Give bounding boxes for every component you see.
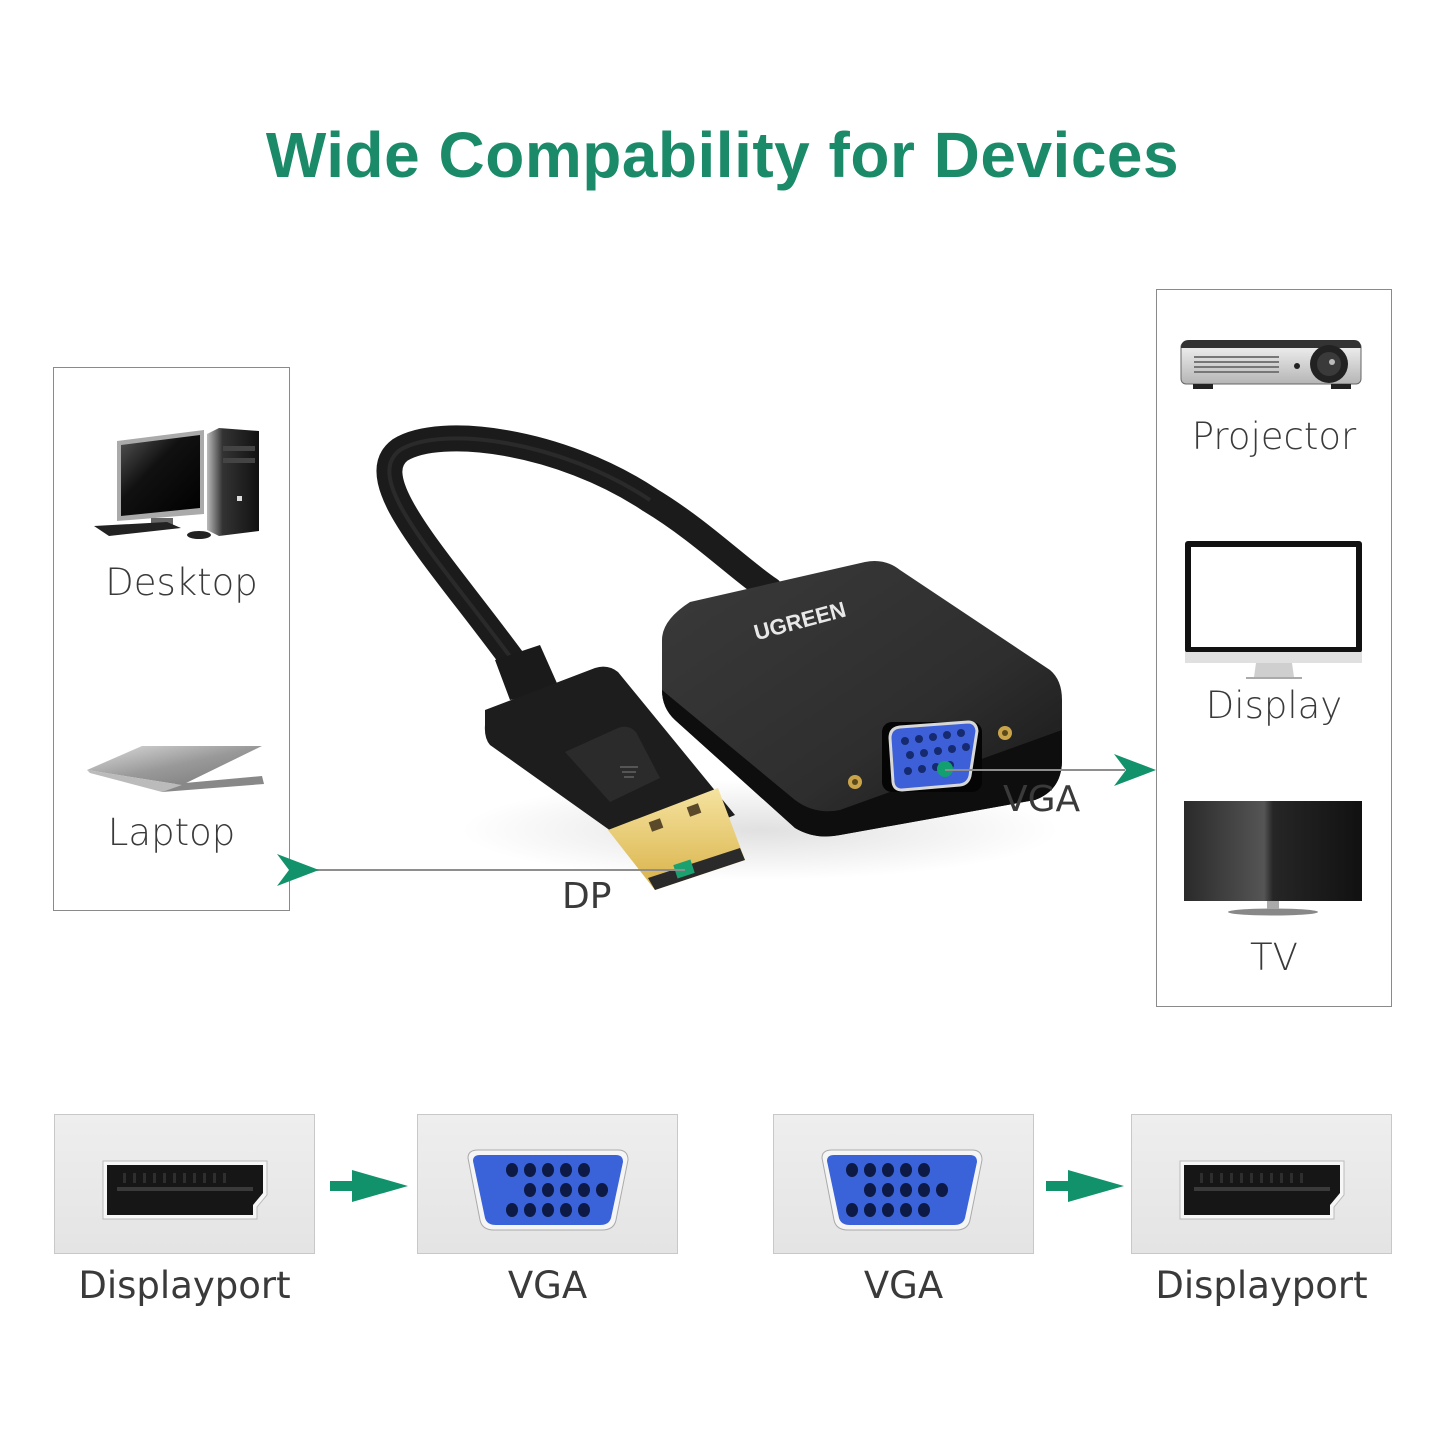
projector-icon bbox=[1180, 340, 1362, 389]
vga-port-icon bbox=[821, 1149, 983, 1231]
vga-pointer-line bbox=[945, 769, 1125, 771]
arrow-right-icon bbox=[1046, 1170, 1124, 1202]
dp-to-vga-adapter-image: UGREEN bbox=[376, 425, 1062, 890]
arrow-right-icon bbox=[277, 854, 319, 886]
dp-pointer-line bbox=[305, 869, 685, 871]
device-label-projector: Projector bbox=[1191, 415, 1357, 458]
vga-connector-label: VGA bbox=[1003, 779, 1081, 820]
displayport-icon bbox=[1179, 1160, 1345, 1220]
arrow-right-icon bbox=[330, 1170, 408, 1202]
vga-port-tile bbox=[417, 1114, 678, 1254]
conversion-2-to-label: Displayport bbox=[1155, 1264, 1368, 1307]
desktop-computer-icon bbox=[94, 428, 259, 539]
vga-port-icon bbox=[467, 1149, 629, 1231]
device-label-tv: TV bbox=[1250, 936, 1298, 979]
page-title: Wide Compability for Devices bbox=[265, 119, 1180, 191]
laptop-icon bbox=[87, 746, 264, 792]
monitor-icon bbox=[1185, 541, 1362, 679]
device-label-display: Display bbox=[1205, 684, 1343, 727]
conversion-1-to-label: VGA bbox=[507, 1264, 588, 1307]
conversion-1-from-label: Displayport bbox=[78, 1264, 291, 1307]
displayport-icon bbox=[102, 1160, 268, 1220]
displayport-port-tile bbox=[1131, 1114, 1392, 1254]
dp-connector-label: DP bbox=[562, 876, 612, 917]
arrow-right-icon bbox=[1114, 754, 1156, 786]
device-label-desktop: Desktop bbox=[105, 561, 258, 604]
target-devices-panel: Projector Display TV bbox=[1156, 289, 1392, 1007]
displayport-port-tile bbox=[54, 1114, 315, 1254]
source-devices-panel: Desktop Laptop bbox=[53, 367, 290, 911]
conversion-2-from-label: VGA bbox=[863, 1264, 944, 1307]
device-label-laptop: Laptop bbox=[107, 811, 236, 854]
tv-icon bbox=[1184, 801, 1362, 916]
vga-port-tile bbox=[773, 1114, 1034, 1254]
